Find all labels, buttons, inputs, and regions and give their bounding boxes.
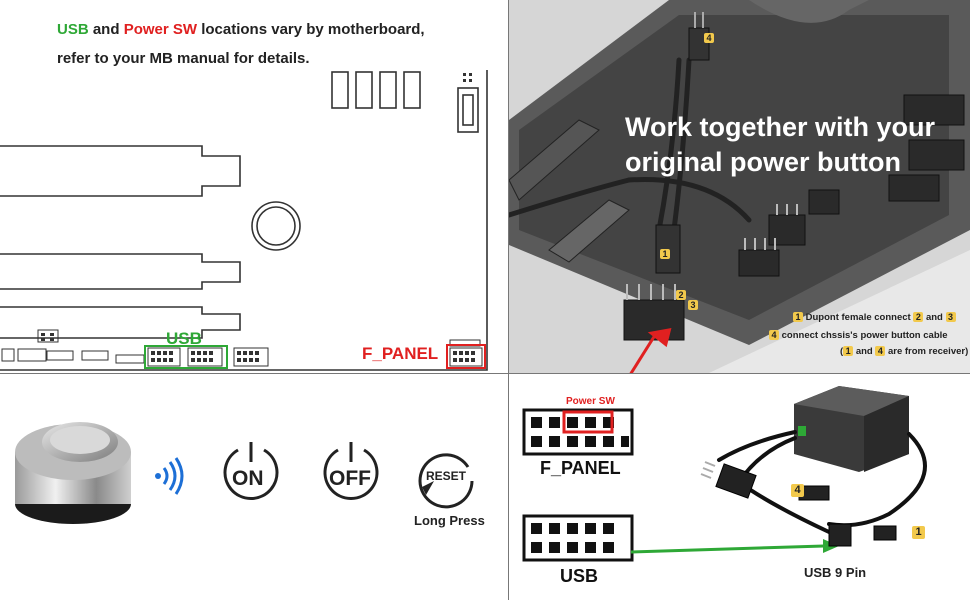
fpanel-header-label: F_PANEL [362,344,439,363]
usb-bottom-label: USB [560,566,599,586]
off-icon [323,442,379,500]
legend-tag-4: 4 [769,330,779,340]
legend-and-1: and [925,312,943,323]
location-note-line1: USB and Power SW locations vary by mothe… [57,21,425,38]
legend-close: are from receiver) [887,346,969,357]
wireless-button-device [15,422,131,524]
legend-row-3: (1 and 4 are from receiver) [840,346,968,357]
wiring-tag-4: 4 [791,484,804,497]
legend-tag-3: 3 [945,312,956,322]
usb-arrow-line [630,544,825,554]
legend-tag-2: 2 [913,312,924,322]
wiring-tag-1: 1 [912,526,925,539]
tag-4-top: 4 [704,33,714,43]
off-label: OFF [329,467,371,490]
legend-tag-1b: 1 [843,346,854,356]
fpanel-header-highlight [446,344,486,369]
usb-header [522,514,634,562]
headline-line1: Work together with your [625,112,936,142]
power-sw-highlight [562,410,614,434]
power-sw-word: Power SW [123,21,198,38]
vertical-divider [508,0,509,600]
note-rest: locations vary by motherboard, [197,21,425,38]
horizontal-divider [0,373,970,374]
legend-text-2: connect chssis's power button cable [781,330,948,341]
usb-word: USB [57,21,89,38]
and-word: and [88,21,124,38]
power-sw-arrow-line [629,331,659,373]
fpanel-bottom-label: F_PANEL [540,458,621,478]
legend-row-2: 4 connect chssis's power button cable [769,330,948,341]
reset-label: RESET [426,469,467,483]
usb-header-highlight [144,345,228,369]
long-press-label: Long Press [414,513,485,528]
wireless-signal-icon [155,457,184,495]
connector-render [509,0,970,373]
on-icon [223,442,279,500]
tag-1-top: 1 [660,249,670,259]
legend-tag-4b: 4 [875,346,886,356]
power-sw-arrow-head [647,328,672,348]
legend-and-2: and [855,346,873,357]
power-sw-label: Power SW [566,396,615,407]
reset-icon [418,453,474,509]
location-note-line2: refer to your MB manual for details. [57,50,310,67]
legend-open: ( [840,346,844,357]
on-label: ON [232,467,264,490]
usb-9pin-label: USB 9 Pin [804,565,867,580]
motherboard-drawing [0,70,488,371]
usb-header-label: USB [166,329,202,348]
legend-text-1: Dupont female connect [805,312,911,323]
legend-tag-1: 1 [793,312,803,322]
tag-3-top: 3 [688,300,698,310]
headline-line2: original power button [625,147,901,177]
tag-2-top: 2 [676,290,686,300]
legend-row-1: 1 Dupont female connect 2 and 3 [793,312,956,323]
wiring-diagram [522,386,927,562]
